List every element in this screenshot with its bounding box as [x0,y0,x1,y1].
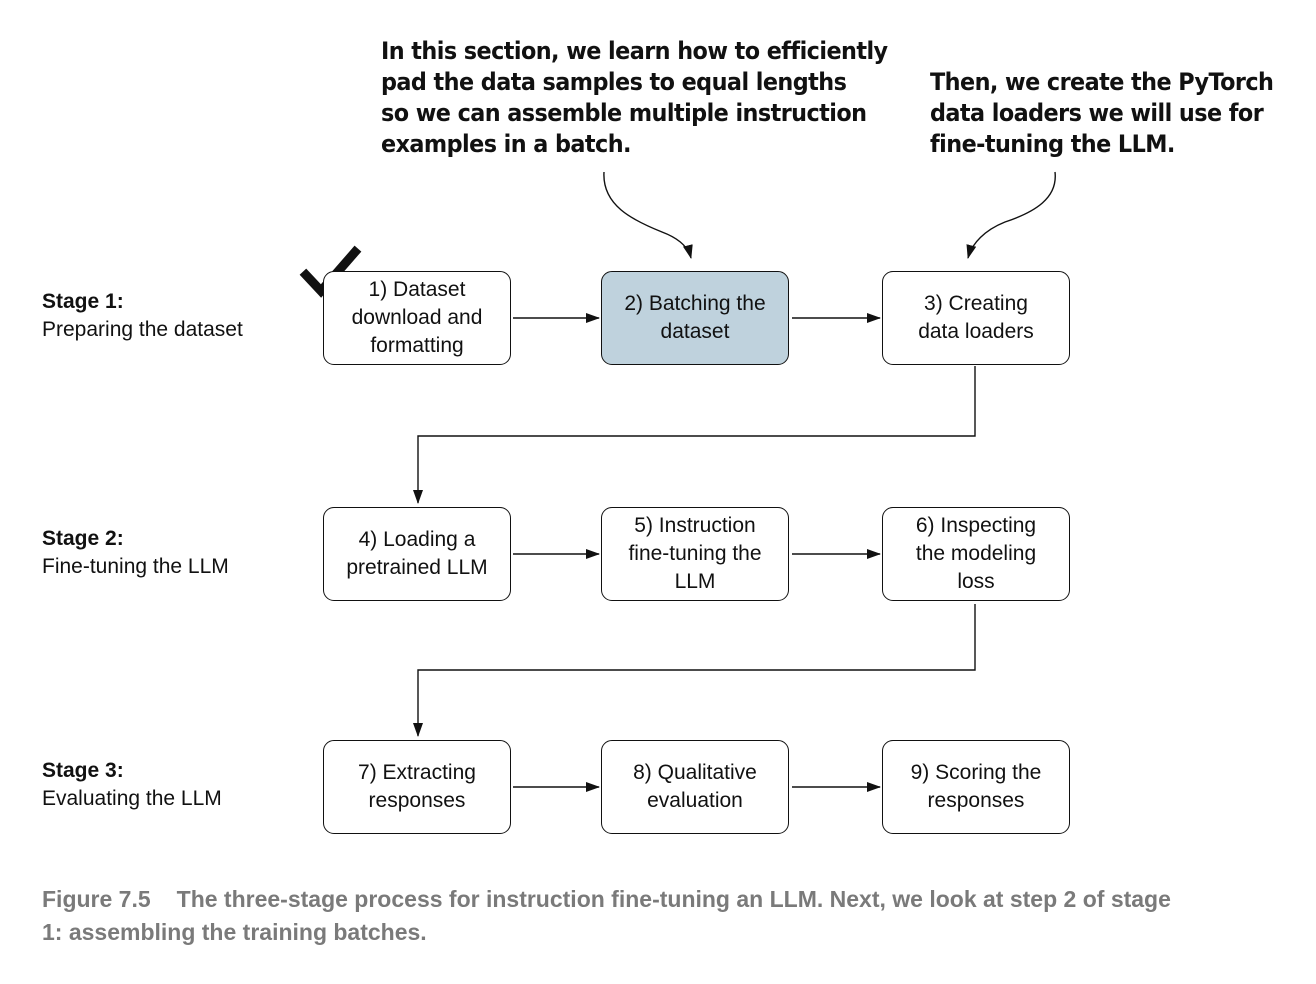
step-label: 9) Scoring the responses [911,759,1042,815]
step-label: 6) Inspecting the modeling loss [916,512,1036,596]
step-label-line: download and [351,306,483,329]
stage-3-label: Stage 3: Evaluating the LLM [42,757,222,813]
step-label-line: data loaders [918,320,1034,343]
step-4-loading-pretrained-llm: 4) Loading a pretrained LLM [323,507,511,601]
annotation-line: data loaders we will use for [930,99,1264,127]
stage-title: Stage 2: [42,527,124,550]
caption-text-line-2: 1: assembling the training batches. [42,919,427,945]
step-label: 1) Dataset download and formatting [352,276,483,360]
step-label-line: 8) Qualitative [633,761,757,784]
stage-title: Stage 1: [42,290,124,313]
stage-1-label: Stage 1: Preparing the dataset [42,288,243,344]
step-label-line: 1) Dataset [368,278,466,301]
step-label-line: 9) Scoring the [910,761,1042,784]
figure-label: Figure 7.5 [42,886,151,912]
checkmark-icon [299,245,362,298]
arrow-step6-to-step7 [413,604,976,737]
step-label: 7) Extracting responses [358,759,476,815]
annotation-pointer-loaders [966,171,1056,259]
step-label-line: 5) Instruction [634,514,756,537]
caption-text-line-1: The three-stage process for instruction … [176,886,1171,912]
stage-subtitle: Fine-tuning the LLM [42,555,229,578]
stage-subtitle: Preparing the dataset [42,318,243,341]
step-label-line: LLM [674,570,716,593]
step-1-dataset-download: 1) Dataset download and formatting [323,271,511,365]
step-9-scoring-responses: 9) Scoring the responses [882,740,1070,834]
step-label: 2) Batching the dataset [624,290,765,346]
step-label-line: formatting [370,334,464,357]
step-label-line: 6) Inspecting [915,514,1037,537]
step-label: 8) Qualitative evaluation [633,759,757,815]
step-label: 3) Creating data loaders [918,290,1034,346]
step-label-line: 4) Loading a [358,528,476,551]
stage-2-label: Stage 2: Fine-tuning the LLM [42,525,229,581]
step-5-instruction-fine-tuning: 5) Instruction fine-tuning the LLM [601,507,789,601]
step-label-line: loss [957,570,995,593]
loaders-annotation: Then, we create the PyTorch data loaders… [930,67,1274,160]
stage-subtitle: Evaluating the LLM [42,787,222,810]
step-label-line: dataset [660,320,730,343]
annotation-line: In this section, we learn how to efficie… [381,37,888,65]
step-label: 4) Loading a pretrained LLM [346,526,487,582]
step-label-line: fine-tuning the [628,542,762,565]
step-6-inspecting-loss: 6) Inspecting the modeling loss [882,507,1070,601]
annotation-line: Then, we create the PyTorch [930,68,1274,96]
batching-annotation: In this section, we learn how to efficie… [381,36,888,160]
step-label-line: responses [927,789,1025,812]
annotation-line: pad the data samples to equal lengths [381,68,847,96]
step-2-batching-dataset: 2) Batching the dataset [601,271,789,365]
step-label-line: 7) Extracting [358,761,476,784]
step-label-line: 3) Creating [924,292,1028,315]
annotation-line: so we can assemble multiple instruction [381,99,867,127]
arrow-step3-to-step4 [413,366,976,504]
annotation-pointer-batching [603,171,693,259]
stage-title: Stage 3: [42,759,124,782]
step-label-line: the modeling [915,542,1037,565]
step-label-line: evaluation [647,789,743,812]
step-label-line: responses [368,789,466,812]
step-3-creating-data-loaders: 3) Creating data loaders [882,271,1070,365]
step-label-line: 2) Batching the [624,292,766,315]
step-label-line: pretrained LLM [346,556,488,579]
annotation-line: examples in a batch. [381,130,632,158]
figure-caption: Figure 7.5 The three-stage process for in… [42,883,1272,949]
step-7-extracting-responses: 7) Extracting responses [323,740,511,834]
step-8-qualitative-evaluation: 8) Qualitative evaluation [601,740,789,834]
annotation-line: fine-tuning the LLM. [930,130,1175,158]
step-label: 5) Instruction fine-tuning the LLM [628,512,761,596]
